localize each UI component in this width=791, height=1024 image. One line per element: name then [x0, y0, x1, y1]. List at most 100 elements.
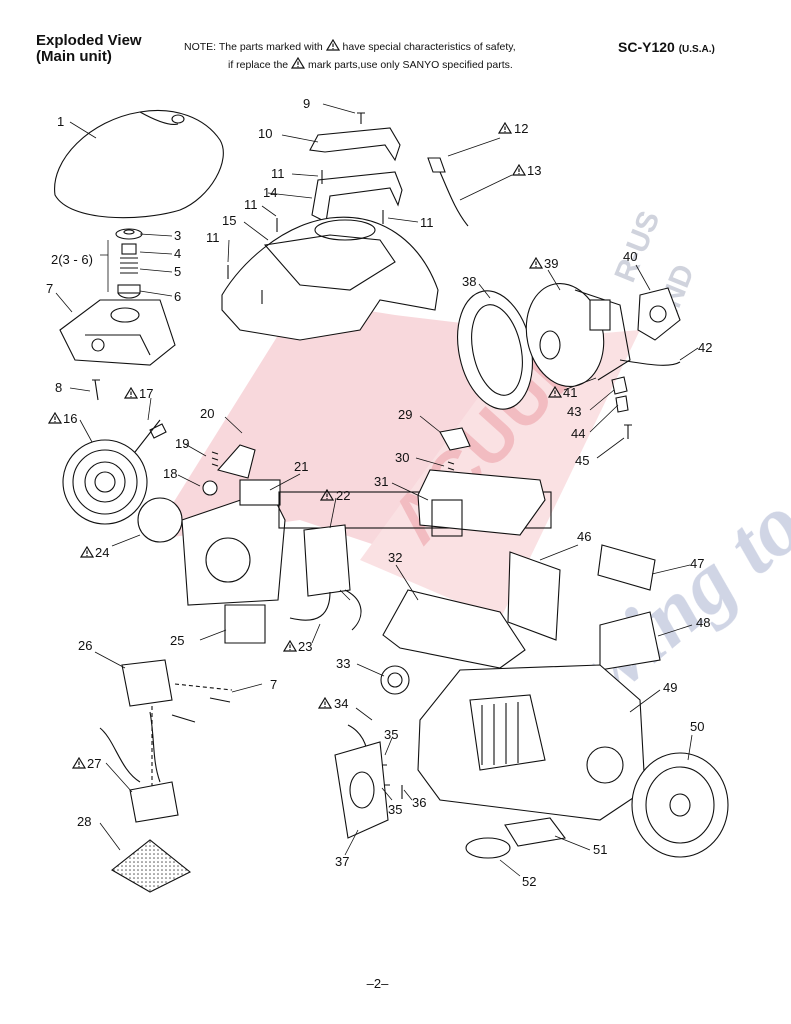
part-12-connector: [427, 157, 446, 173]
label-19: 19: [175, 436, 189, 451]
part-22-control-board: [303, 524, 351, 597]
part-16-cord-reel: [62, 439, 148, 525]
part-50-rear-wheel: [631, 752, 729, 858]
label-26: 26: [78, 638, 92, 653]
part-49-main-body: [417, 664, 646, 821]
label-27: 27: [87, 756, 101, 771]
label-42: 42: [698, 340, 712, 355]
label-12: 12: [514, 121, 528, 136]
part-19-spring: [211, 451, 219, 467]
label-6: 6: [174, 289, 181, 304]
model-code: SC-Y120: [618, 39, 675, 55]
warning-triangle-icon: [512, 164, 526, 176]
note-prefix: NOTE:: [184, 41, 217, 53]
label-34: 34: [334, 696, 348, 711]
part-14-handle: [311, 171, 403, 223]
label-29: 29: [398, 407, 412, 422]
part-7-valve-base: [59, 299, 176, 366]
label-47: 47: [690, 556, 704, 571]
label-50: 50: [690, 719, 704, 734]
part-45-screw: [624, 424, 632, 439]
label-36: 36: [412, 795, 426, 810]
warning-triangle-icon: [124, 387, 138, 399]
warning-triangle-icon: [498, 122, 512, 134]
part-43-clip: [611, 376, 628, 395]
part-17-power-plug: [134, 419, 167, 453]
part-labels: 1 3 4 2(3 - 6) 5 6 7 8 9 10 11 14 11 15 …: [46, 96, 712, 889]
label-43: 43: [567, 404, 581, 419]
part-27-noise-filter: [129, 781, 179, 823]
model-number: SC-Y120 (U.S.A.): [618, 39, 715, 55]
label-45: 45: [575, 453, 589, 468]
label-11d: 11: [420, 215, 434, 230]
label-25: 25: [170, 633, 184, 648]
part-42-wire: [619, 359, 681, 366]
note-line1-b: have special characteristics of safety,: [342, 41, 516, 53]
label-8: 8: [55, 380, 62, 395]
page-number: –2–: [366, 976, 389, 991]
warning-triangle-icon: [283, 640, 297, 652]
label-40: 40: [623, 249, 637, 264]
warning-triangle-icon: [325, 39, 340, 51]
watermark-text-2: R-US: [608, 206, 666, 286]
part-9-screw: [357, 112, 365, 124]
part-48-filter: [599, 611, 661, 671]
part-46-filter: [507, 551, 561, 641]
warning-triangle-icon: [291, 57, 306, 69]
label-4: 4: [174, 246, 181, 261]
warning-triangle-icon: [318, 697, 332, 709]
label-20: 20: [200, 406, 214, 421]
part-8-screw: [92, 379, 100, 401]
label-18: 18: [163, 466, 177, 481]
label-31: 31: [374, 474, 388, 489]
label-15: 15: [222, 213, 236, 228]
part-13-wire: [439, 171, 469, 227]
label-17: 17: [139, 386, 153, 401]
part-40-motor-bracket: [637, 287, 681, 341]
part-24-reel-gear: [137, 497, 183, 543]
page-title: Exploded View (Main unit): [36, 33, 142, 65]
label-32: 32: [388, 550, 402, 565]
label-14: 14: [263, 185, 277, 200]
label-46: 46: [577, 529, 591, 544]
part-47-filter: [597, 544, 656, 591]
part-15-upper-housing: [221, 216, 439, 341]
label-10: 10: [258, 126, 272, 141]
label-30: 30: [395, 450, 409, 465]
part-10-handle-cover: [309, 127, 401, 162]
part-20-switch: [217, 444, 256, 479]
part-26-capacitor: [121, 659, 173, 707]
part-11-screw: [227, 170, 384, 304]
part-22-frame: [278, 491, 552, 529]
label-1: 1: [57, 114, 64, 129]
label-7: 7: [46, 281, 53, 296]
part-29-bag-lever: [439, 427, 471, 451]
part-28-filter-pad: [111, 839, 192, 893]
label-41: 41: [563, 385, 577, 400]
part-31-dust-bag: [417, 469, 546, 536]
label-38: 38: [462, 274, 476, 289]
label-13: 13: [527, 163, 541, 178]
label-22: 22: [336, 488, 350, 503]
label-11: 11: [271, 166, 285, 181]
label-35b: 35: [388, 802, 402, 817]
part-33-exhaust-filter: [380, 665, 410, 695]
warning-triangle-icon: [80, 546, 94, 558]
part-37-front-cover: [334, 741, 389, 839]
title-line-2: (Main unit): [36, 48, 112, 65]
label-2: 2(3 - 6): [51, 252, 93, 267]
model-region: (U.S.A.): [678, 44, 715, 55]
label-23: 23: [298, 639, 312, 654]
label-51: 51: [593, 842, 607, 857]
label-7b: 7: [270, 677, 277, 692]
label-35: 35: [384, 727, 398, 742]
label-28: 28: [77, 814, 91, 829]
part-44-plate: [615, 395, 629, 413]
part-32-bag-holder: [382, 589, 526, 669]
note-line2-a: if replace the: [228, 59, 289, 71]
note-line2-b: mark parts,use only SANYO specified part…: [307, 59, 513, 71]
label-9: 9: [303, 96, 310, 111]
label-44: 44: [571, 426, 585, 441]
label-21: 21: [294, 459, 308, 474]
